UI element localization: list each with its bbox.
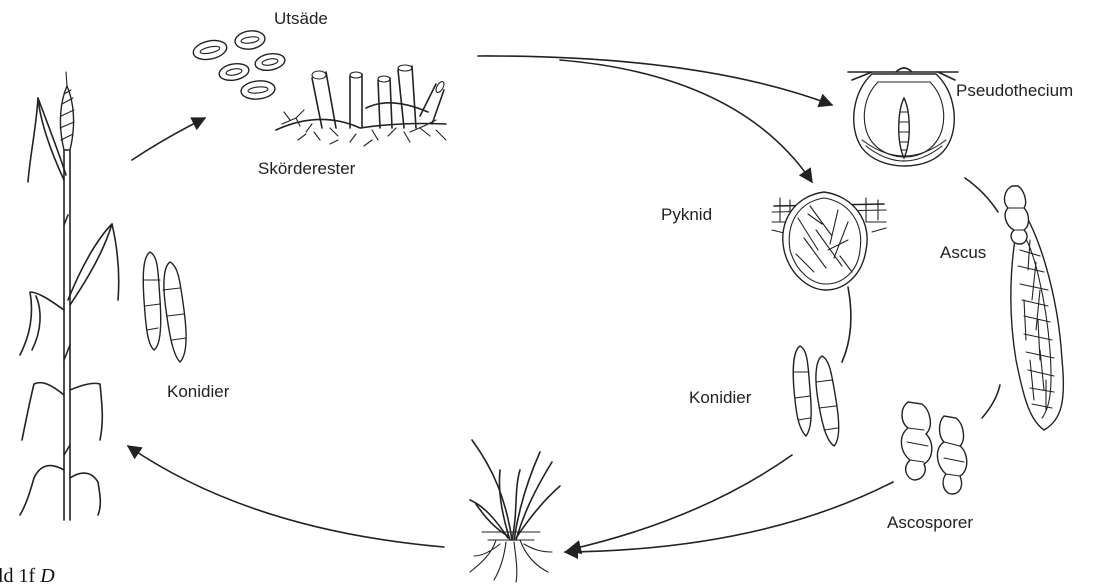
ascus-icon	[1005, 186, 1064, 430]
label-utsade: Utsäde	[274, 10, 328, 27]
ascospore-icon	[901, 402, 966, 494]
wheat-plant-icon	[20, 72, 119, 520]
label-pyknid: Pyknid	[661, 206, 712, 223]
label-konidier-left: Konidier	[167, 383, 229, 400]
arrow-seedling-to-plant	[128, 446, 444, 547]
seedling-icon	[470, 440, 560, 582]
label-skorderester: Skörderester	[258, 160, 355, 177]
label-pseudothecium: Pseudothecium	[956, 82, 1073, 99]
figure-caption: ld 1f D	[0, 566, 55, 586]
arrow-residue-to-pseudothecium	[478, 56, 832, 105]
arrow-ascus-to-ascospores	[982, 385, 1000, 418]
arrow-pyknid-to-conidia	[842, 287, 851, 362]
label-konidier-right: Konidier	[689, 389, 751, 406]
seed-icon	[192, 29, 287, 101]
caption-italic: D	[40, 565, 54, 587]
conidium-icon	[143, 252, 186, 362]
arrow-residue-to-pyknid	[560, 60, 812, 182]
label-ascosporer: Ascosporer	[887, 514, 973, 531]
arrow-pseudothecium-to-ascus	[965, 178, 998, 212]
conidium-icon	[793, 346, 839, 446]
arrow-plant-to-residue	[132, 118, 205, 160]
label-ascus: Ascus	[940, 244, 986, 261]
arrow-conidia-to-seedling	[568, 455, 792, 550]
stubble-icon	[276, 65, 446, 146]
pycnidium-icon	[772, 192, 886, 290]
pseudothecium-icon	[848, 68, 958, 166]
caption-prefix: ld 1f	[0, 565, 35, 587]
